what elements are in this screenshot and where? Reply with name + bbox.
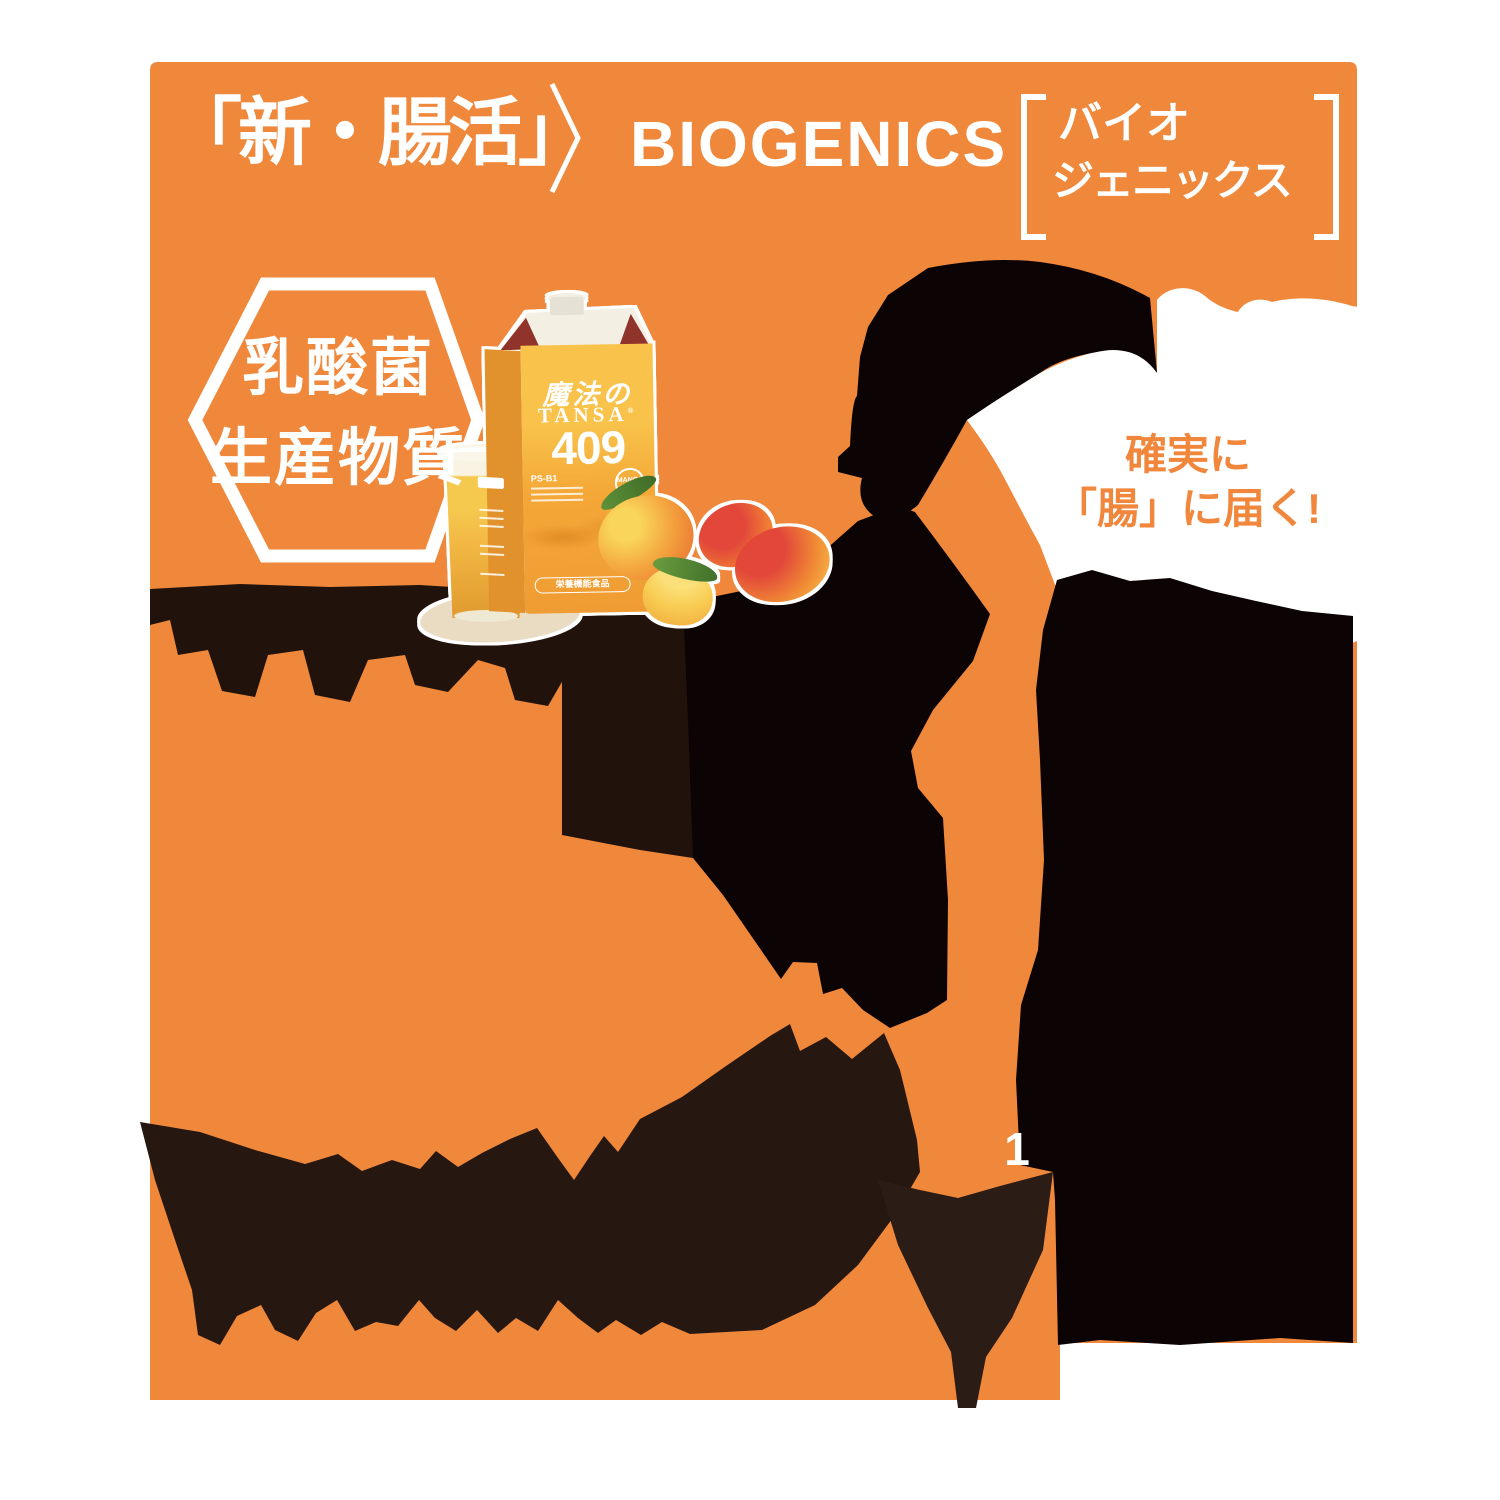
carton-strain: PS-B1 — [530, 473, 558, 484]
hexagon-label-line2: 生産物質 — [209, 424, 466, 493]
chevron-right-icon — [549, 82, 581, 194]
glass-base — [454, 610, 518, 622]
hexagon-label-line1: 乳酸菌 — [241, 334, 434, 403]
header-title: BIOGENICS — [630, 108, 1008, 180]
silhouette-band-lower-left — [140, 1024, 920, 1345]
carton-fine-print — [531, 498, 584, 502]
product-image: 魔法の TANSA® 409 PS-B1 MANGO マンゴー 栄養機能食品 — [418, 240, 839, 660]
carton-side-panel — [477, 349, 526, 614]
header-ruby-line2: ジェニックス — [1052, 157, 1293, 204]
header-badge: 「新・腸活」 — [168, 91, 592, 174]
bracket-close-icon — [1314, 94, 1339, 240]
bubble-text-line1: 確実に — [1124, 431, 1251, 478]
juice-carton-image: 魔法の TANSA® 409 PS-B1 MANGO マンゴー 栄養機能食品 — [477, 266, 839, 630]
silhouette-torso — [683, 506, 990, 1028]
silhouette-right-mass — [1016, 570, 1353, 1345]
bubble-text-line2: 「腸」に届く! — [1055, 485, 1321, 532]
silhouette-drop — [878, 1172, 1053, 1408]
carton-fine-print — [530, 486, 583, 490]
hexagon-badge — [187, 277, 485, 563]
registered-mark: ® — [627, 405, 638, 415]
carton-number: 409 — [550, 421, 626, 475]
carton-side-label — [477, 476, 504, 490]
step-number: 1 — [1004, 1123, 1030, 1175]
carton-fine-print — [531, 492, 584, 496]
header-ruby-line1: バイオ — [1058, 99, 1190, 148]
silhouette-head — [838, 260, 1157, 518]
bracket-open-icon — [1021, 94, 1046, 240]
speech-bubble — [967, 288, 1461, 654]
nutrition-label: 栄養機能食品 — [534, 575, 631, 594]
carton-cap — [549, 296, 584, 316]
